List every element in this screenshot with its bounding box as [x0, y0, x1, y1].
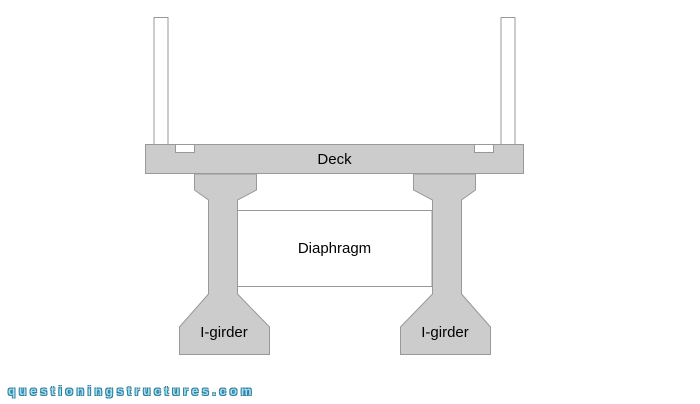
right-i-girder-shape	[400, 173, 491, 355]
deck-slab	[145, 144, 524, 174]
right-barrier-post	[500, 17, 516, 145]
diaphragm-panel	[236, 210, 433, 287]
right-deck-blockout	[474, 144, 494, 153]
left-barrier-post	[153, 17, 169, 145]
watermark-text: questioningstructures.com	[8, 384, 256, 398]
left-deck-blockout	[175, 144, 195, 153]
left-i-girder-shape	[179, 173, 270, 355]
